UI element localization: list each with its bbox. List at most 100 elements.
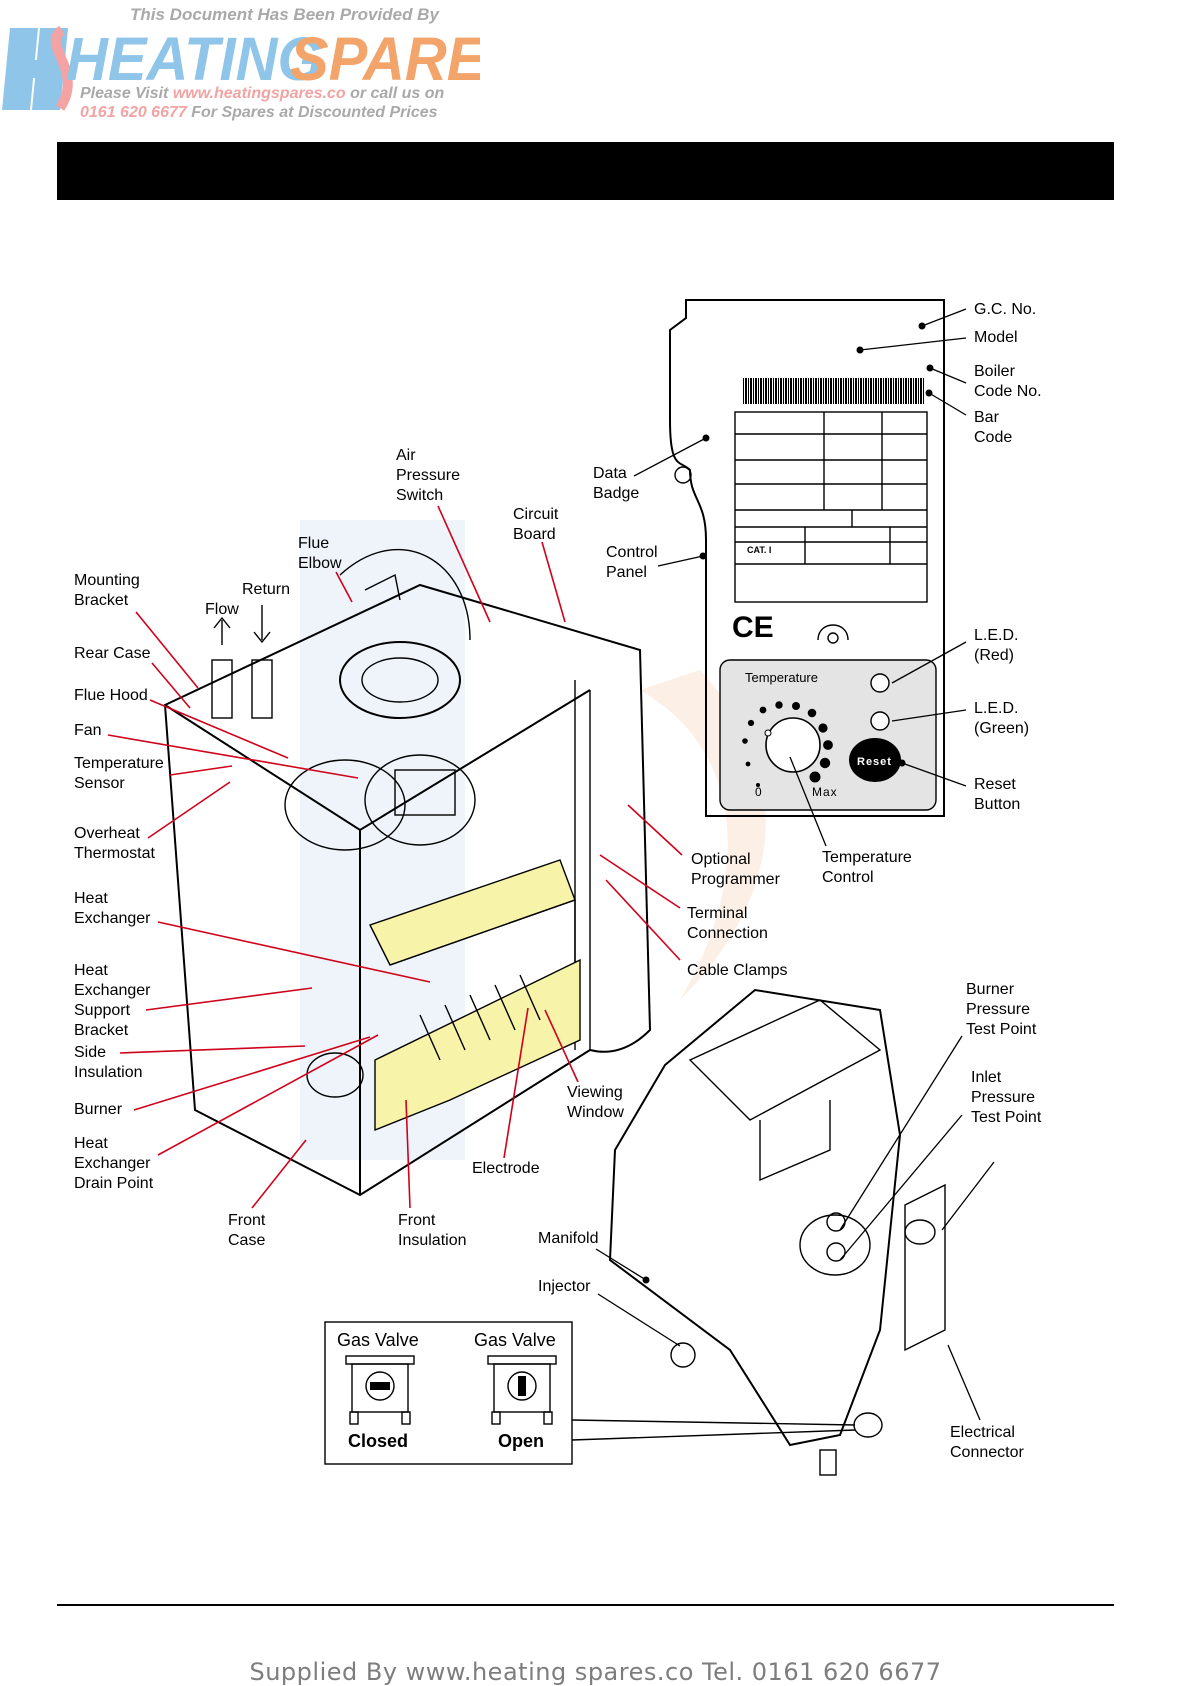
data-badge-table: CAT. I (734, 411, 928, 603)
svg-text:Side: Side (74, 1044, 106, 1061)
label-burner: Burner (74, 1036, 371, 1118)
temperature-control-dial[interactable] (742, 701, 833, 787)
gas-valve-illustration (608, 988, 946, 1476)
svg-text:Heat: Heat (74, 1135, 108, 1152)
valve-closed-label: Closed (348, 1431, 408, 1451)
svg-text:Injector: Injector (538, 1278, 591, 1295)
svg-text:L.E.D.: L.E.D. (974, 627, 1018, 644)
gas-valve-title-closed: Gas Valve (337, 1330, 419, 1350)
dial-max-label: Max (812, 785, 838, 799)
label-cable-clamps: Cable Clamps (605, 879, 787, 979)
gas-valve-title-open: Gas Valve (474, 1330, 556, 1350)
label-electrode: Electrode (472, 1007, 540, 1177)
svg-text:Mounting: Mounting (74, 572, 140, 589)
label-front-case: Front Case (228, 1139, 307, 1249)
footer-supplied-by: Supplied By www.heating spares.co Tel. 0… (249, 1658, 942, 1686)
label-viewing-window: Viewing Window (544, 1009, 624, 1121)
reset-button[interactable]: Reset (849, 738, 901, 782)
svg-text:Rear Case: Rear Case (74, 645, 151, 662)
logo-url-link[interactable]: www.heatingspares.co (173, 85, 346, 102)
label-heat-exchanger-support-bracket: Heat Exchanger Support Bracket (74, 962, 313, 1039)
svg-text:Sensor: Sensor (74, 775, 125, 792)
label-temperature-control: Temperature Control (789, 756, 912, 886)
svg-text:Programmer: Programmer (691, 871, 781, 888)
label-control-panel: Control Panel (606, 544, 707, 581)
cat-label: CAT. I (747, 545, 771, 555)
svg-text:Code No.: Code No. (974, 383, 1042, 400)
svg-text:L.E.D.: L.E.D. (974, 700, 1018, 717)
label-flue-elbow: Flue Elbow (298, 535, 353, 603)
led-red (870, 673, 890, 693)
svg-text:0161 620 6677 For Spares a: 0161 620 6677 For Spares at Discounted P… (80, 104, 438, 121)
svg-text:Reset: Reset (857, 756, 892, 768)
svg-text:Temperature: Temperature (74, 755, 164, 772)
control-panel-illustration: CAT. I CE Temperature 0 Max (669, 299, 945, 817)
label-optional-programmer: Optional Programmer (627, 804, 781, 888)
svg-text:Electrode: Electrode (472, 1160, 540, 1177)
svg-text:Control: Control (822, 869, 874, 886)
svg-text:Model: Model (974, 329, 1018, 346)
svg-text:Control: Control (606, 544, 658, 561)
svg-text:Inlet: Inlet (971, 1069, 1002, 1086)
svg-text:Exchanger: Exchanger (74, 1155, 151, 1172)
label-fan: Fan (74, 722, 359, 779)
label-side-insulation: Side Insulation (74, 1044, 306, 1081)
svg-text:Boiler: Boiler (974, 363, 1016, 380)
svg-text:Please Visit www.heatingsp: Please Visit www.heatingspares.co or cal… (80, 85, 445, 102)
phone-suffix: For Spares at Discounted Prices (191, 104, 437, 121)
label-reset-button: Reset Button (898, 759, 1020, 813)
led-green (870, 711, 890, 731)
svg-text:Test Point: Test Point (971, 1109, 1042, 1126)
label-heat-exchanger: Heat Exchanger (74, 890, 431, 983)
svg-text:Badge: Badge (593, 485, 639, 502)
label-manifold: Manifold (538, 1230, 650, 1284)
svg-text:Front: Front (228, 1212, 266, 1229)
svg-text:Button: Button (974, 796, 1020, 813)
svg-text:Board: Board (513, 526, 556, 543)
label-front-insulation: Front Insulation (398, 1099, 467, 1249)
label-circuit-board: Circuit Board (513, 506, 566, 623)
svg-text:Heat: Heat (74, 890, 108, 907)
svg-text:Connection: Connection (687, 925, 768, 942)
label-temperature-sensor: Temperature Sensor (74, 755, 233, 792)
svg-text:Connector: Connector (950, 1444, 1024, 1461)
svg-text:Thermostat: Thermostat (74, 845, 155, 862)
svg-text:Burner: Burner (74, 1101, 123, 1118)
label-led-green: L.E.D. (Green) (891, 700, 1029, 737)
svg-text:Front: Front (398, 1212, 436, 1229)
label-bar-code: Bar Code (925, 389, 1012, 446)
valve-open-indicator (518, 1376, 526, 1396)
label-boiler-code-no: Boiler Code No. (926, 363, 1042, 400)
svg-text:Reset: Reset (974, 776, 1016, 793)
label-terminal-connection: Terminal Connection (599, 854, 768, 942)
ce-mark: CE (732, 611, 774, 644)
valve-closed-indicator (370, 1382, 390, 1390)
svg-text:Case: Case (228, 1232, 265, 1249)
label-rear-case: Rear Case (74, 645, 191, 709)
svg-text:Bar: Bar (974, 409, 1000, 426)
label-injector: Injector (538, 1278, 681, 1347)
svg-text:Support: Support (74, 1002, 131, 1019)
svg-text:Elbow: Elbow (298, 555, 342, 572)
svg-text:(Red): (Red) (974, 647, 1014, 664)
svg-text:(Green): (Green) (974, 720, 1029, 737)
svg-text:Insulation: Insulation (74, 1064, 143, 1081)
svg-text:Pressure: Pressure (396, 467, 460, 484)
svg-text:Code: Code (974, 429, 1012, 446)
label-burner-pressure-test-point: Burner Pressure Test Point (839, 981, 1037, 1231)
section-title-bar (57, 142, 1114, 200)
label-flue-hood: Flue Hood (74, 687, 289, 759)
svg-text:Pressure: Pressure (971, 1089, 1035, 1106)
svg-text:Cable Clamps: Cable Clamps (687, 962, 787, 979)
svg-text:Flue Hood: Flue Hood (74, 687, 148, 704)
svg-text:Flue: Flue (298, 535, 329, 552)
svg-text:Terminal: Terminal (687, 905, 747, 922)
label-overheat-thermostat: Overheat Thermostat (74, 781, 231, 862)
svg-text:Optional: Optional (691, 851, 751, 868)
label-led-red: L.E.D. (Red) (891, 627, 1018, 684)
svg-text:Circuit: Circuit (513, 506, 559, 523)
svg-text:Air: Air (396, 447, 416, 464)
svg-text:Overheat: Overheat (74, 825, 140, 842)
visit-prefix: Please Visit (80, 85, 169, 102)
label-air-pressure-switch: Air Pressure Switch (396, 447, 491, 623)
